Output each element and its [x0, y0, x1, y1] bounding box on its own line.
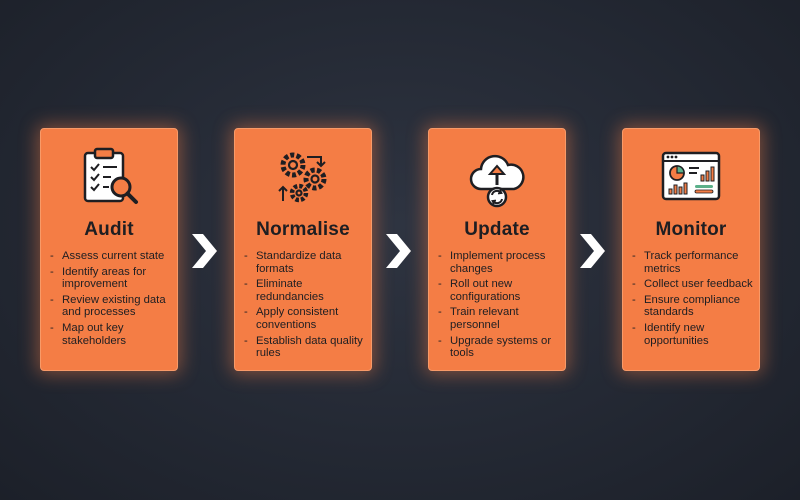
step-card-monitor: Monitor Track performance metrics Collec… [622, 128, 760, 371]
step-title: Audit [84, 219, 134, 240]
step-card-normalise: Normalise Standardize data formats Elimi… [234, 128, 372, 371]
gears-cycle-icon [271, 145, 335, 209]
list-item: Collect user feedback [632, 278, 753, 291]
list-item: Map out key stakeholders [50, 322, 171, 347]
list-item: Establish data quality rules [244, 335, 365, 360]
list-item: Review existing data and processes [50, 294, 171, 319]
chevron-right-icon [576, 232, 608, 270]
chevron-right-icon [188, 232, 220, 270]
step-list: Assess current state Identify areas for … [50, 250, 171, 350]
list-item: Apply consistent conventions [244, 306, 365, 331]
step-title: Monitor [655, 219, 727, 240]
step-title: Update [464, 219, 530, 240]
step-list: Implement process changes Roll out new c… [438, 250, 559, 363]
list-item: Standardize data formats [244, 250, 365, 275]
step-list: Track performance metrics Collect user f… [632, 250, 753, 350]
step-card-update: Update Implement process changes Roll ou… [428, 128, 566, 371]
list-item: Eliminate redundancies [244, 278, 365, 303]
list-item: Identify new opportunities [632, 322, 753, 347]
dashboard-window-icon [659, 145, 723, 209]
step-list: Standardize data formats Eliminate redun… [244, 250, 365, 363]
list-item: Ensure compliance standards [632, 294, 753, 319]
list-item: Assess current state [50, 250, 171, 263]
clipboard-magnifier-icon [77, 145, 141, 209]
list-item: Train relevant personnel [438, 306, 559, 331]
list-item: Upgrade systems or tools [438, 335, 559, 360]
list-item: Roll out new configurations [438, 278, 559, 303]
list-item: Track performance metrics [632, 250, 753, 275]
chevron-right-icon [382, 232, 414, 270]
list-item: Implement process changes [438, 250, 559, 275]
step-title: Normalise [256, 219, 350, 240]
list-item: Identify areas for improvement [50, 266, 171, 291]
cloud-upload-sync-icon [465, 145, 529, 209]
step-card-audit: Audit Assess current state Identify area… [40, 128, 178, 371]
